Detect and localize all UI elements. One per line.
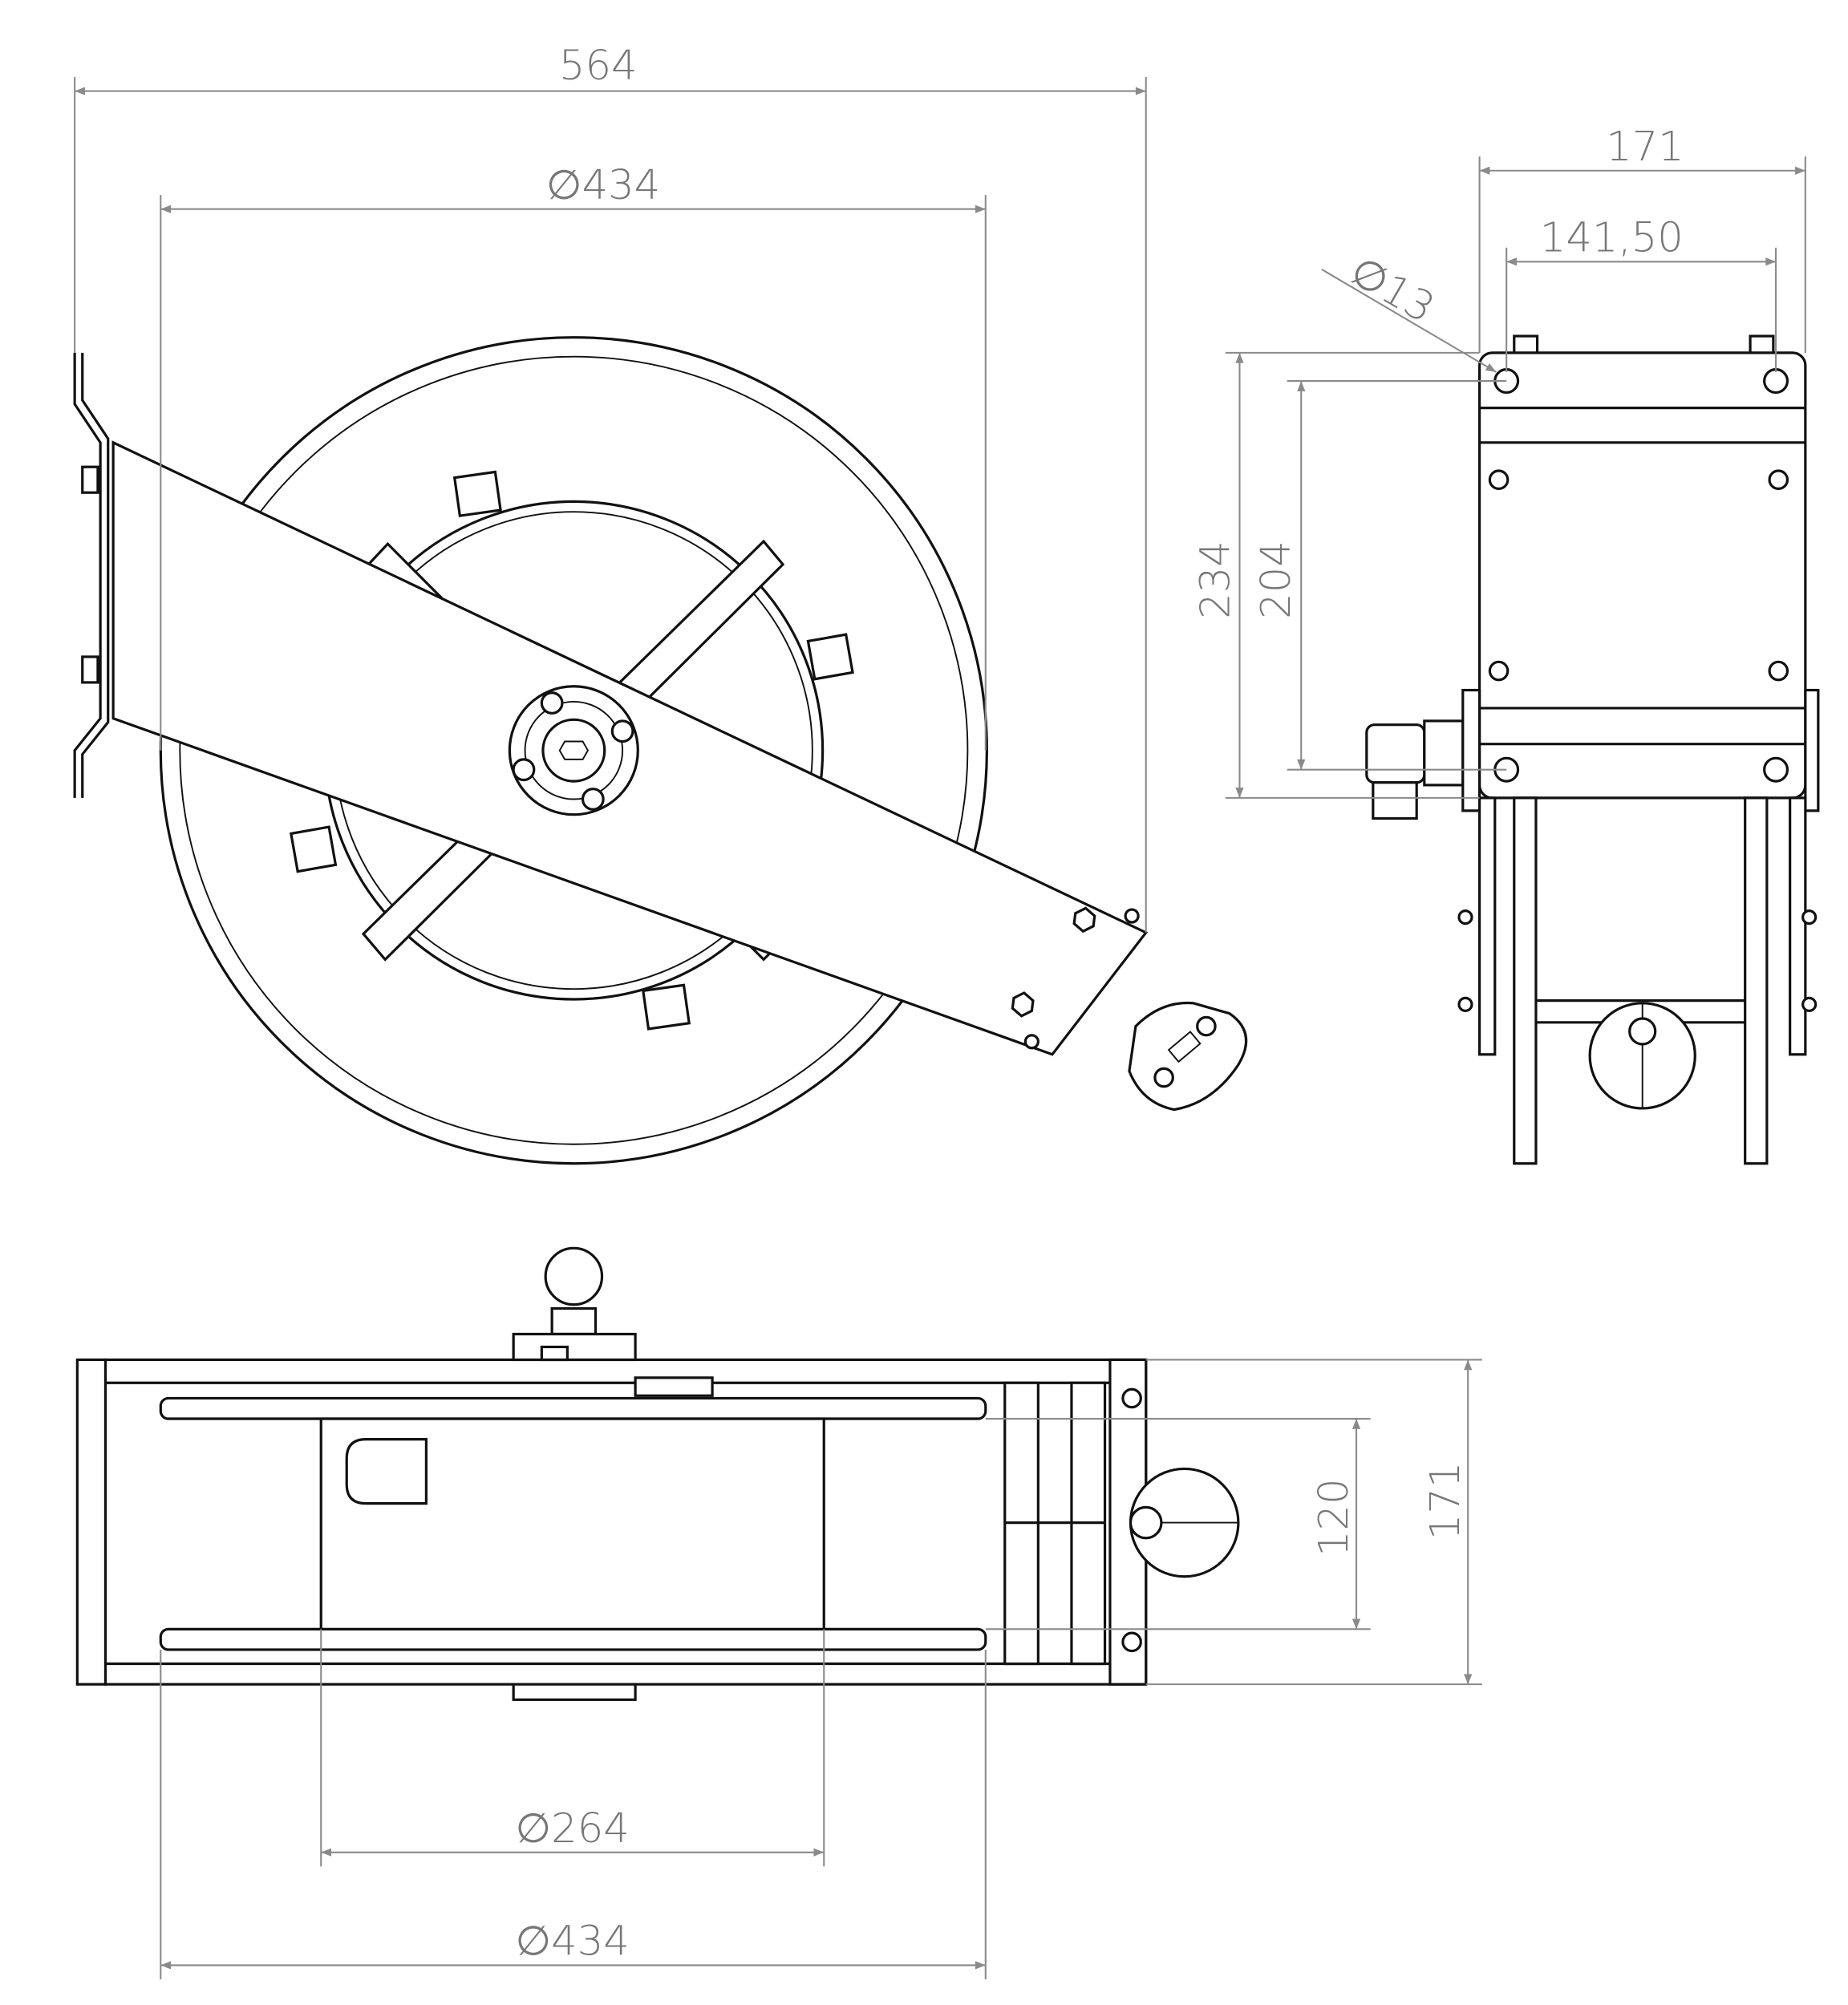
top-view xyxy=(75,1246,1240,1701)
swivel-inlet xyxy=(1365,688,1820,820)
dim-drum-diameter: ∅264 xyxy=(516,1804,630,1853)
dim-side-width: 171 xyxy=(1606,123,1684,171)
hub xyxy=(508,685,639,816)
reel-disc xyxy=(159,336,988,1165)
dim-hole-spacing: 141,50 xyxy=(1540,213,1684,261)
side-legs xyxy=(1457,796,1818,1165)
dim-hole-vertical: 204 xyxy=(1252,541,1300,619)
side-bolts xyxy=(1488,469,1789,682)
dim-top-depth: 171 xyxy=(1421,1462,1469,1541)
front-view xyxy=(73,336,1248,1165)
side-stopper-ball xyxy=(1588,1002,1696,1110)
dim-reel-diameter: ∅434 xyxy=(546,161,660,209)
dim-reel-diameter-top: ∅434 xyxy=(516,1918,630,1966)
dim-side-height: 234 xyxy=(1192,541,1240,619)
wall-bracket xyxy=(73,352,110,798)
dim-hole-diameter: ∅13 xyxy=(1342,247,1442,333)
dim-inner-width: 120 xyxy=(1310,1478,1358,1557)
top-hub xyxy=(512,1246,714,1701)
arm-nuts xyxy=(1011,906,1140,1050)
top-stopper-ball xyxy=(1129,1467,1240,1578)
side-view xyxy=(1365,334,1820,1165)
reel-tabs xyxy=(289,470,854,1031)
hose-stopper xyxy=(1128,1001,1248,1112)
dim-overall-width: 564 xyxy=(559,42,638,90)
